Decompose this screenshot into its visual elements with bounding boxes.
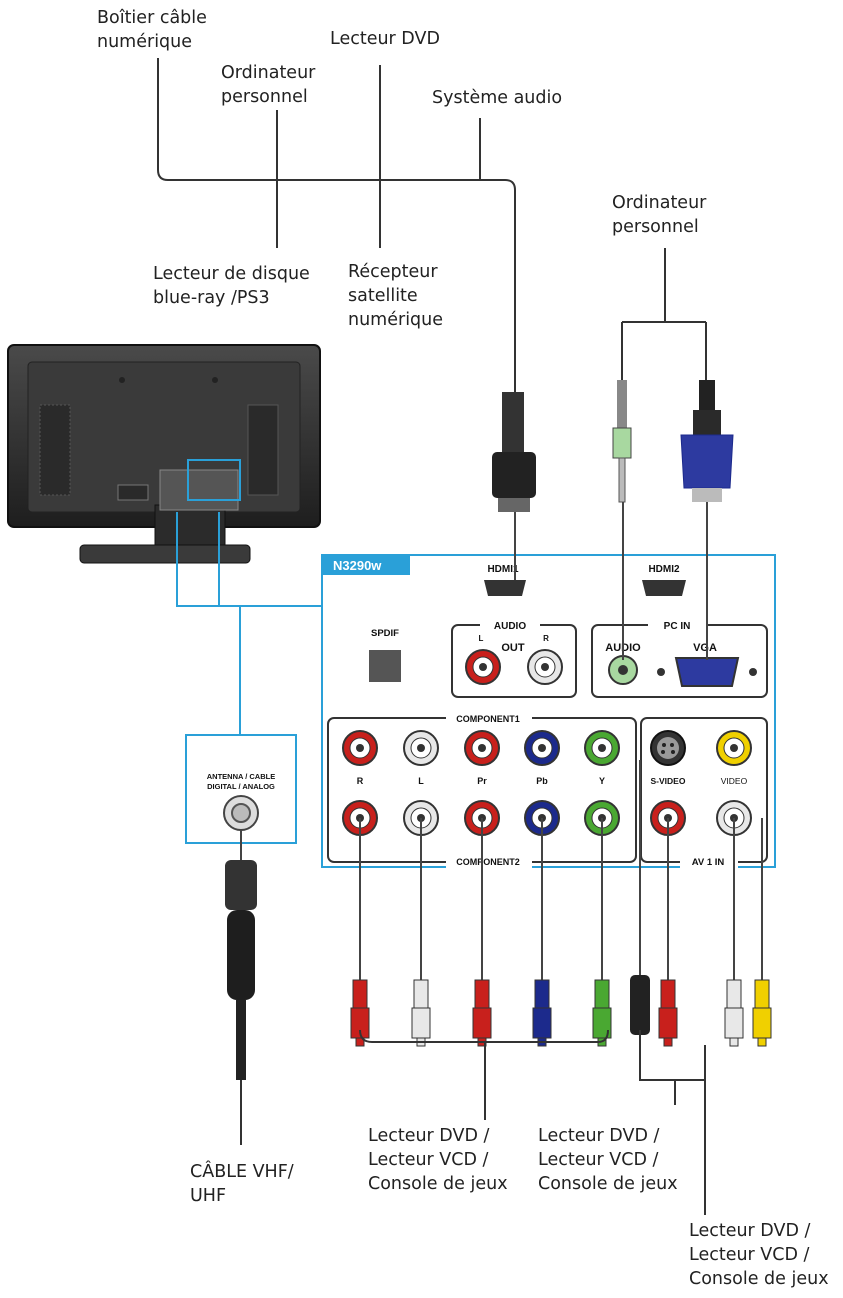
hdmi2-label: HDMI2 <box>648 564 680 575</box>
label-cable-vhf: CÂBLE VHF/ UHF <box>190 1162 294 1206</box>
antenna-panel: ANTENNA / CABLE DIGITAL / ANALOG <box>185 734 297 844</box>
antenna-plug <box>225 830 257 1145</box>
component2-label: COMPONENT2 <box>456 857 520 867</box>
comp-label-y: Y <box>599 776 605 786</box>
label-audio-system: Système audio <box>432 88 563 108</box>
model-label: N3290w <box>333 558 382 573</box>
antenna-label-line2: DIGITAL / ANALOG <box>207 782 275 791</box>
hdmi1-port <box>484 580 526 596</box>
label-dvd-group-3: Lecteur DVD / Lecteur VCD / Console de j… <box>689 1221 829 1289</box>
rca-plug-av-video <box>752 818 772 1047</box>
component-jack-pr-1 <box>464 730 500 766</box>
video-label: VIDEO <box>721 776 748 786</box>
top-plugs <box>492 380 734 660</box>
vga-label: VGA <box>693 642 717 654</box>
spdif-port <box>369 650 401 682</box>
vga-port <box>674 657 740 687</box>
label-cable-box: Boîtier câble numérique <box>97 8 207 52</box>
connection-panel: N3290w HDMI1 HDMI2 SPDIF AUDIO OUT L R P… <box>321 554 776 869</box>
label-dvd-group-1: Lecteur DVD / Lecteur VCD / Console de j… <box>368 1126 508 1194</box>
component-labels: R L Pr Pb Y <box>357 776 605 786</box>
tv-panel-leader-lines <box>176 512 322 735</box>
pc-in-title: PC IN <box>664 621 691 632</box>
label-pc-right: Ordinateur personnel <box>612 193 707 237</box>
label-dvd-group-2: Lecteur DVD / Lecteur VCD / Console de j… <box>538 1126 678 1194</box>
label-bluray: Lecteur de disque blue-ray /PS3 <box>153 264 310 308</box>
comp-label-pb: Pb <box>536 776 548 786</box>
device-tree-lines <box>157 58 707 392</box>
label-dvd-top: Lecteur DVD <box>330 29 440 49</box>
comp-label-l: L <box>418 776 424 786</box>
audio-out-sub: OUT <box>501 642 525 654</box>
label-pc-top: Ordinateur personnel <box>221 63 316 107</box>
component-jack-pb-1 <box>524 730 560 766</box>
svideo-label: S-VIDEO <box>651 776 686 786</box>
bottom-label-lines <box>359 1029 706 1215</box>
hdmi2-port <box>642 580 686 596</box>
comp-label-r: R <box>357 776 364 786</box>
component-jack-r-1 <box>342 730 378 766</box>
spdif-label: SPDIF <box>371 628 399 639</box>
component-jack-l-1 <box>403 730 439 766</box>
component1-label: COMPONENT1 <box>456 714 520 724</box>
audio-out-l: L <box>479 634 484 643</box>
audio-out-title: AUDIO <box>494 621 526 632</box>
tv-back <box>7 344 321 564</box>
hdmi1-label: HDMI1 <box>487 564 519 575</box>
rca-cables <box>350 760 772 1047</box>
svideo-plug <box>630 760 650 1035</box>
audio-out-r: R <box>543 634 549 643</box>
antenna-label-line1: ANTENNA / CABLE <box>207 772 275 781</box>
av1-label: AV 1 IN <box>692 857 725 868</box>
label-satellite: Récepteur satellite numérique <box>348 262 444 330</box>
rca-plug-av-r <box>658 818 678 1047</box>
rca-plug-comp-pb <box>532 818 552 1047</box>
rca-plug-comp-r <box>350 818 370 1047</box>
component-jack-y-1 <box>584 730 620 766</box>
comp-label-pr: Pr <box>477 776 487 786</box>
rca-plug-av-l <box>724 818 744 1047</box>
rca-plug-comp-y <box>592 818 612 1047</box>
